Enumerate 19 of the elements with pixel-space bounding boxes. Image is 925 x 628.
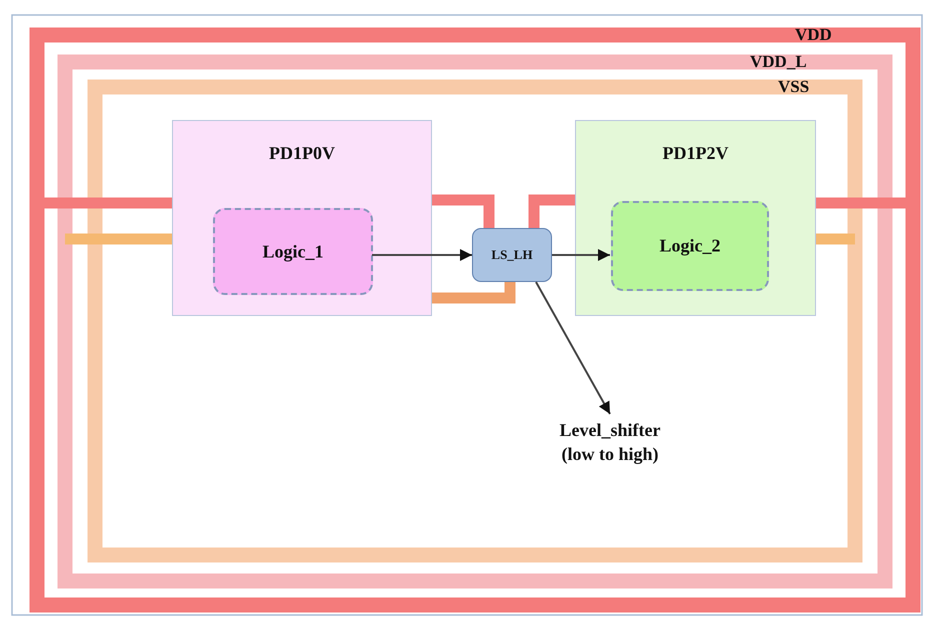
domain-title: PD1P2V	[662, 143, 730, 164]
arrow	[535, 282, 611, 414]
power-domain-box	[575, 120, 816, 316]
level-shifter-cell	[472, 228, 552, 282]
logic-block	[213, 208, 373, 295]
arrow	[372, 249, 472, 261]
power-strap	[432, 194, 494, 228]
arrow	[552, 249, 610, 261]
domain-title: PD1P0V	[268, 143, 336, 164]
callout-text: Level_shifter (low to high)	[558, 419, 662, 466]
block-label: Logic_1	[262, 241, 324, 262]
power-strap	[432, 282, 516, 304]
logic-block	[611, 201, 769, 291]
block-label: LS_LH	[490, 247, 534, 263]
rail-label: VDD_L	[750, 52, 807, 72]
rail-label: VDD	[795, 25, 832, 45]
block-label: Logic_2	[658, 236, 722, 256]
rail-label: VSS	[778, 77, 810, 97]
power-domain-box	[172, 120, 432, 316]
